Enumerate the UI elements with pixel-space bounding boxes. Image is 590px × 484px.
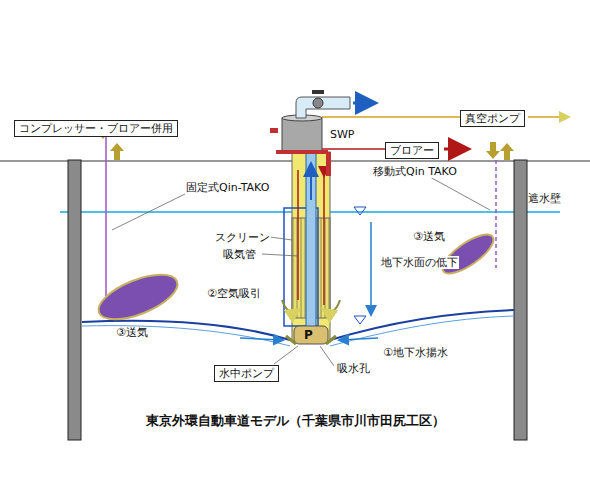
label-box: コンプレッサー・ブロアー併用 — [14, 120, 178, 137]
caption: 東京外環自動車道モデル（千葉県市川市田尻工区） — [146, 413, 445, 429]
part-label: 固定式Qin-TAKO — [185, 181, 270, 194]
part-label: 吸気管 — [222, 248, 257, 261]
label-box: 真空ポンプ — [460, 110, 525, 127]
pump-symbol: P — [304, 329, 313, 342]
part-label: 移動式Qin TAKO — [372, 165, 458, 178]
process-label: ③送気 — [116, 326, 148, 339]
part-label: スクリーン — [214, 231, 271, 244]
process-label: ③送気 — [412, 230, 446, 243]
equipment-label: SWP — [330, 128, 355, 141]
box-text: 真空ポンプ — [465, 112, 520, 125]
box-text: コンプレッサー・ブロアー併用 — [19, 122, 173, 135]
process-label: ②空気吸引 — [206, 287, 262, 300]
process-label: ①地下水揚水 — [382, 346, 449, 359]
label-box: ブロアー — [385, 142, 439, 159]
label-box: 水中ポンプ — [214, 365, 279, 382]
part-label: 吸水孔 — [336, 362, 371, 375]
box-text: 水中ポンプ — [219, 367, 274, 380]
note-label: 地下水面の低下 — [380, 256, 459, 269]
box-text: ブロアー — [390, 144, 434, 157]
part-label: 遮水壁 — [528, 192, 561, 205]
